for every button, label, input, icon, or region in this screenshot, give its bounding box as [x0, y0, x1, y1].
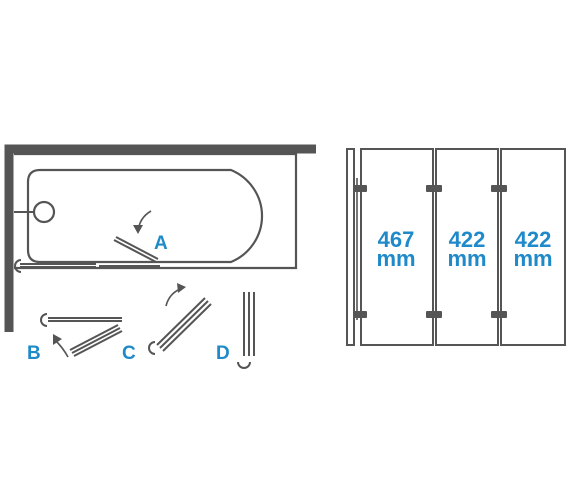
screen-position-a: A — [14, 210, 168, 273]
wall-hinge-icon — [237, 361, 251, 369]
panel-width-label-1: 467 mm — [376, 227, 415, 271]
position-label-c: C — [122, 343, 136, 364]
bath-basin — [26, 168, 264, 264]
panel-width-value: 467 — [378, 227, 415, 252]
bath-plug-icon — [14, 200, 56, 224]
bath-outer-rim — [14, 152, 298, 270]
glass-panel-3 — [500, 148, 566, 346]
panel-width-unit: mm — [447, 246, 486, 271]
panel-width-label-3: 422 mm — [513, 227, 552, 271]
panel-width-unit: mm — [513, 246, 552, 271]
hinge-icon — [353, 185, 507, 318]
screen-position-b: B — [27, 313, 123, 364]
wall-hinge-icon — [148, 341, 156, 355]
fold-arrow-icon — [165, 283, 186, 307]
panel-width-unit: mm — [376, 246, 415, 271]
panel-elevation-view: 467 mm 422 mm 422 mm — [346, 148, 566, 346]
fold-arrow-icon — [53, 334, 69, 358]
glass-panel-1 — [360, 148, 434, 346]
glass-panel-2 — [435, 148, 499, 346]
wall-channel — [346, 148, 355, 346]
screen-position-d: D — [216, 292, 255, 369]
wall-hinge-icon — [14, 259, 22, 273]
panel-width-value: 422 — [515, 227, 552, 252]
panel-width-label-2: 422 mm — [447, 227, 486, 271]
bath-plan-view: A B C — [4, 144, 316, 369]
fold-arrow-icon — [133, 210, 152, 234]
panel-width-value: 422 — [449, 227, 486, 252]
bath-wall — [4, 144, 316, 332]
position-label-d: D — [216, 343, 230, 364]
position-label-a: A — [154, 233, 168, 254]
wall-hinge-icon — [40, 313, 48, 327]
screen-position-c: C — [122, 283, 212, 364]
position-label-b: B — [27, 343, 41, 364]
